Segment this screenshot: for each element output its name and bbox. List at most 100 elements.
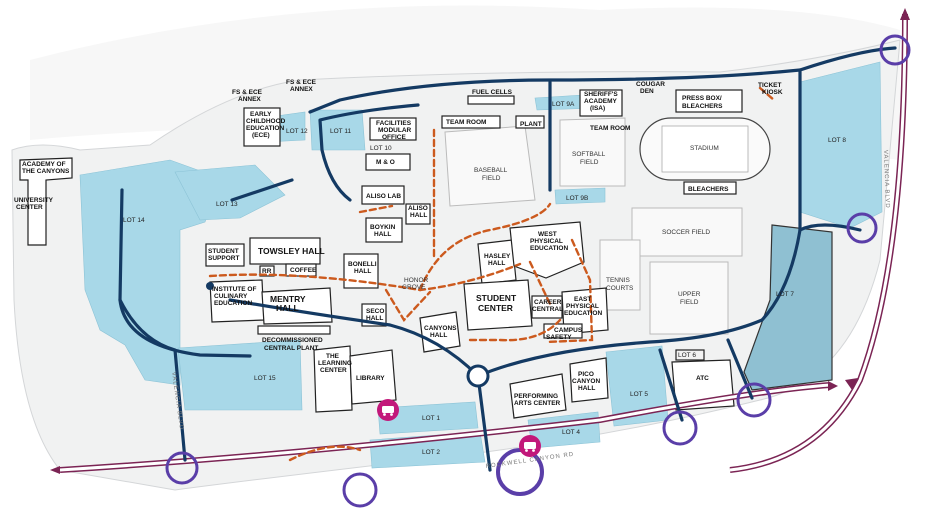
- student-support-building[interactable]: [205, 243, 245, 267]
- svg-text:ALISO LAB: ALISO LAB: [366, 193, 401, 200]
- bus-stops: [377, 399, 541, 457]
- entrance-circle-icon[interactable]: [342, 472, 378, 508]
- bus-icon[interactable]: [377, 399, 399, 421]
- sheriffs-academy-building[interactable]: [579, 89, 623, 117]
- svg-text:TEAM ROOM: TEAM ROOM: [590, 125, 630, 132]
- svg-text:PLANT: PLANT: [520, 121, 542, 128]
- ece-building[interactable]: [243, 107, 281, 147]
- towsley-hall-building[interactable]: [249, 237, 321, 265]
- lot-6-label: LOT 6: [678, 352, 696, 359]
- student-center-building[interactable]: [463, 279, 533, 331]
- lot-13-label: LOT 13: [216, 201, 238, 208]
- svg-text:RR: RR: [262, 268, 272, 275]
- soccer-field[interactable]: [631, 207, 743, 257]
- lot-2-label: LOT 2: [422, 449, 440, 456]
- entrance-circle-icon[interactable]: [736, 382, 772, 418]
- perimeter-roads: [50, 8, 910, 474]
- m-and-o-building[interactable]: [365, 153, 411, 171]
- lot-13[interactable]: [174, 164, 286, 221]
- entrance-circle-icon[interactable]: [846, 212, 878, 244]
- lot-5-label: LOT 5: [630, 391, 648, 398]
- baseball-field[interactable]: [444, 125, 536, 207]
- lot-5[interactable]: [605, 345, 669, 427]
- lot-1[interactable]: [377, 401, 479, 435]
- entrance-circle-icon[interactable]: [165, 451, 199, 485]
- lot-14-label: LOT 14: [123, 217, 145, 224]
- valencia-blvd-right-label: VALENCIA BLVD: [882, 150, 890, 209]
- hasley-hall-building[interactable]: [477, 239, 517, 285]
- fuel-cells-building[interactable]: [467, 95, 515, 105]
- svg-text:TEAM ROOM: TEAM ROOM: [446, 119, 486, 126]
- walkways: [208, 86, 776, 462]
- library-building[interactable]: [349, 349, 397, 405]
- lot-7[interactable]: [743, 224, 833, 391]
- athletic-fields: [444, 117, 771, 335]
- decommissioned-plant-building[interactable]: [257, 325, 331, 335]
- lot-10-label: LOT 10: [370, 145, 392, 152]
- softball-field[interactable]: [559, 117, 626, 187]
- pico-canyon-building[interactable]: [569, 357, 609, 403]
- learning-center-building[interactable]: [313, 345, 353, 413]
- svg-text:M & O: M & O: [376, 159, 395, 166]
- rr-building[interactable]: [259, 265, 275, 277]
- team-room-building[interactable]: [441, 115, 501, 129]
- plant-building[interactable]: [515, 115, 545, 129]
- svg-text:COFFEE: COFFEE: [290, 267, 317, 274]
- parking-labels: LOT 14 LOT 13 LOT 15 LOT 12 LOT 11 LOT 1…: [123, 101, 846, 456]
- lot-1-label: LOT 1: [422, 415, 440, 422]
- aliso-hall-building[interactable]: [405, 203, 431, 225]
- lot-9b[interactable]: [554, 187, 606, 205]
- upper-field[interactable]: [649, 261, 729, 335]
- svg-text:SOCCER FIELD: SOCCER FIELD: [662, 229, 710, 236]
- boykin-hall-building[interactable]: [365, 217, 403, 243]
- lot-15-label: LOT 15: [254, 375, 276, 382]
- svg-text:PRESS BOX/BLEACHERS: PRESS BOX/BLEACHERS: [682, 95, 723, 110]
- bus-icon[interactable]: [519, 435, 541, 457]
- lot-12-label: LOT 12: [286, 128, 308, 135]
- bleachers-building[interactable]: [683, 181, 737, 195]
- svg-text:STADIUM: STADIUM: [690, 145, 719, 152]
- facilities-building[interactable]: [369, 117, 417, 141]
- entrance-circle-icon[interactable]: [662, 410, 698, 446]
- academy-of-the-canyons[interactable]: [19, 157, 73, 246]
- aliso-lab-building[interactable]: [361, 185, 405, 205]
- west-pe-building[interactable]: [509, 221, 585, 279]
- entrance-circle-icon[interactable]: [879, 34, 911, 66]
- performing-arts-building[interactable]: [509, 373, 567, 419]
- lot-15[interactable]: [177, 339, 303, 411]
- press-box-building[interactable]: [675, 89, 743, 113]
- lot-8[interactable]: [799, 61, 883, 229]
- career-central-building[interactable]: [531, 295, 563, 319]
- buildings: [19, 89, 743, 419]
- lot-9b-label: LOT 9B: [566, 195, 588, 202]
